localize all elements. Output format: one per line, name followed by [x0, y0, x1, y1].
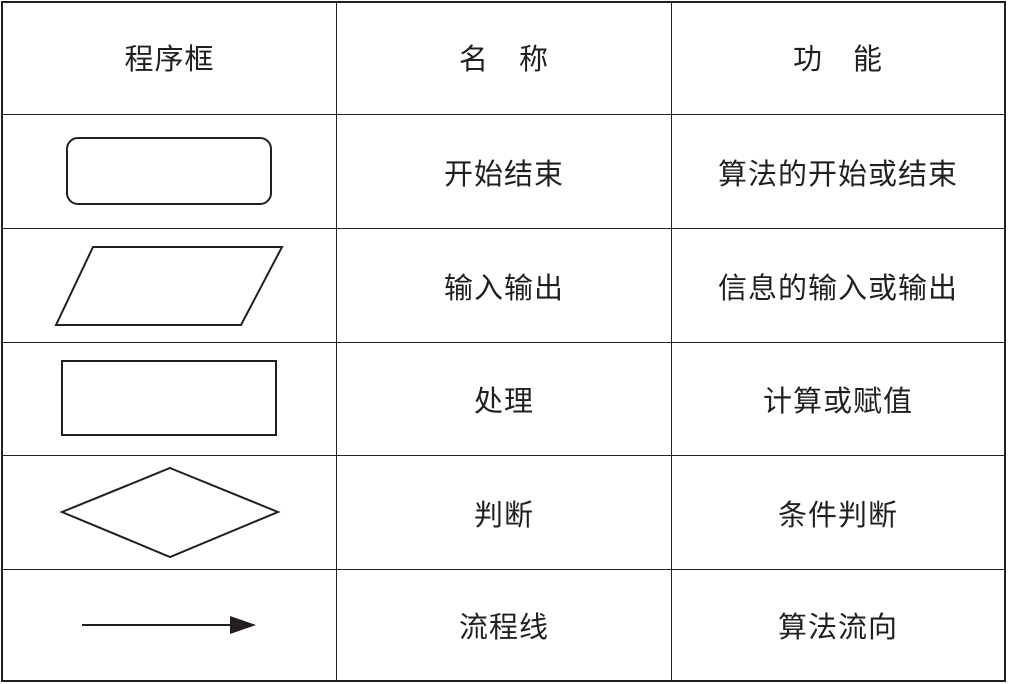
parallelogram-icon	[53, 245, 284, 326]
shape-cell-terminal	[3, 115, 337, 229]
function-cell-process: 计算或赋值	[672, 343, 1004, 456]
name-cell-io: 输入输出	[337, 229, 672, 343]
name-cell-decision: 判断	[337, 456, 672, 570]
shape-cell-process	[3, 343, 337, 456]
header-shape: 程序框	[3, 3, 337, 115]
name-cell-process: 处理	[337, 343, 672, 456]
function-cell-io: 信息的输入或输出	[672, 229, 1004, 343]
function-cell-terminal: 算法的开始或结束	[672, 115, 1004, 229]
header-name: 名 称	[337, 3, 672, 115]
header-function: 功 能	[672, 3, 1004, 115]
function-cell-flowline: 算法流向	[777, 610, 898, 644]
shape-cell-decision	[3, 456, 337, 570]
shape-cell-flowline	[3, 570, 337, 680]
arrow-icon	[81, 616, 256, 634]
name-cell-terminal: 开始结束	[337, 115, 672, 229]
rectangle-icon	[60, 360, 277, 436]
function-cell-decision: 条件判断	[672, 456, 1004, 570]
shape-cell-io	[3, 229, 337, 343]
name-cell-flowline: 流程线	[337, 570, 672, 680]
rounded-rectangle-icon	[65, 136, 272, 205]
diamond-icon	[58, 466, 281, 558]
